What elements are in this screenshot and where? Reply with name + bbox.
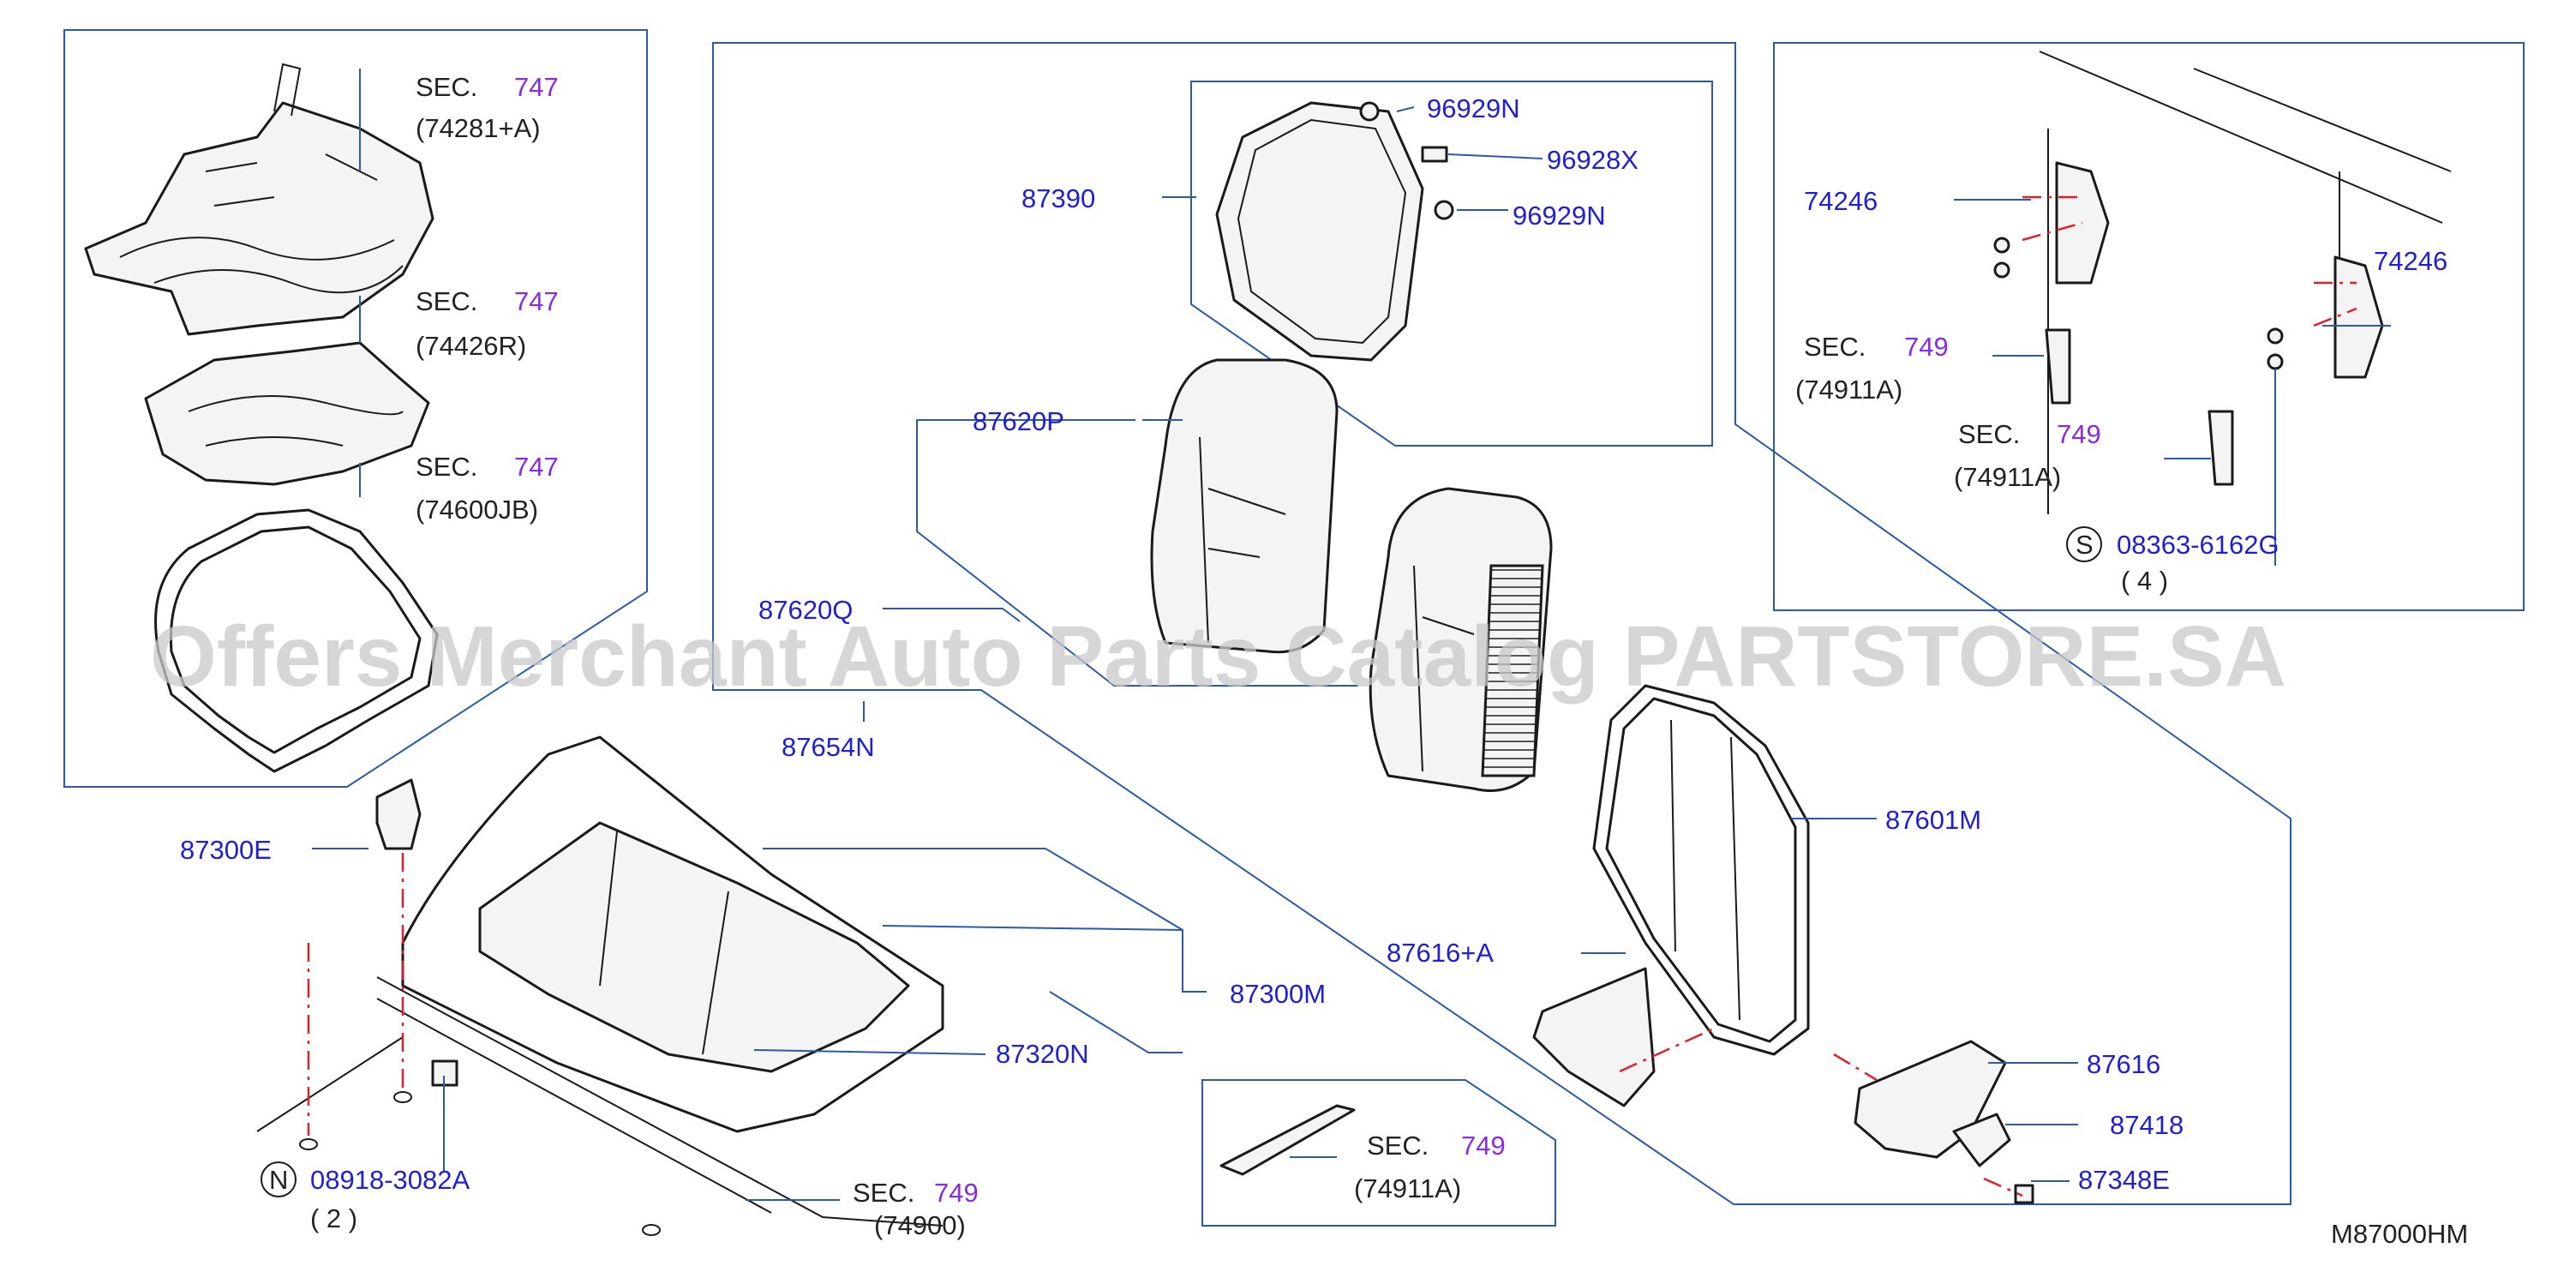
part-number-label: 87300E — [180, 835, 272, 865]
seat-back-pad-left-drawing — [1150, 358, 1339, 654]
mat-frame — [1201, 1079, 1556, 1227]
section-ref: (74911A) — [1954, 462, 2061, 492]
n-symbol-circle — [261, 1161, 297, 1197]
section-number: 749 — [934, 1178, 979, 1208]
floor-panel-middle-drawing — [144, 341, 430, 486]
part-number-label: 87601M — [1885, 805, 1981, 835]
section-ref: (74426R) — [416, 331, 526, 361]
diagram-code: M87000HM — [2331, 1219, 2468, 1249]
seat-back-frame-drawing — [1592, 684, 1810, 1056]
section-label: SEC. — [416, 452, 477, 482]
section-number: 747 — [514, 72, 559, 102]
part-number-label: 87616 — [2087, 1049, 2160, 1079]
section-ref: (74281+A) — [416, 113, 541, 143]
side-trim-drawing — [1993, 51, 2452, 514]
section-number: 747 — [514, 286, 559, 316]
fit-line — [307, 853, 404, 1136]
fit-line — [1619, 1027, 2023, 1197]
floor-panel-upper-drawing — [84, 63, 434, 336]
recliner-bracket-drawing — [1532, 967, 1656, 1107]
section-number: 749 — [2057, 419, 2101, 449]
part-number-label: 87616+A — [1387, 938, 1494, 968]
quantity-label: ( 4 ) — [2121, 566, 2168, 596]
seat-back-cover-drawing — [1215, 101, 1454, 362]
s-symbol-circle — [2066, 526, 2102, 562]
seat-back-frame — [712, 42, 2291, 1205]
part-number-label: 87418 — [2110, 1110, 2184, 1140]
section-label: SEC. — [416, 72, 477, 102]
section-number: 749 — [1461, 1131, 1506, 1161]
part-number-label: 96929N — [1513, 201, 1606, 231]
section-number: 749 — [1904, 332, 1949, 362]
part-number-label: 74246 — [2374, 246, 2447, 276]
part-number-label: 08363-6162G — [2117, 530, 2279, 560]
s-symbol: S — [2076, 530, 2094, 560]
section-number: 747 — [514, 452, 559, 482]
floor-panel-frame — [63, 29, 648, 788]
seat-cushion-drawing — [401, 735, 944, 1133]
nut-icon — [2014, 1184, 2034, 1204]
part-number-label: 96928X — [1547, 145, 1638, 175]
section-ref: (74600JB) — [416, 495, 538, 525]
watermark: Offers Merchant Auto Parts Catalog PARTS… — [150, 609, 2286, 705]
screw-icon — [2267, 327, 2284, 345]
section-label: SEC. — [416, 286, 477, 316]
recliner-drawing — [1854, 1040, 2034, 1204]
section-label: SEC. — [1804, 332, 1866, 362]
part-number-label: 87654N — [782, 732, 875, 762]
screw-icon — [1993, 261, 2010, 279]
side-trim-frame — [1773, 42, 2525, 611]
section-label: SEC. — [853, 1178, 914, 1208]
part-number-label: 87390 — [1021, 183, 1095, 213]
part-number-label: 96929N — [1427, 93, 1520, 123]
part-number-label: 87620P — [973, 406, 1064, 436]
quantity-label: ( 2 ) — [310, 1203, 357, 1233]
part-number-label: 87320N — [996, 1039, 1089, 1069]
section-ref: (74911A) — [1795, 375, 1902, 405]
hook-icon — [1421, 146, 1448, 163]
screw-icon — [2267, 353, 2284, 370]
seat-back-pad-right-drawing — [1369, 487, 1553, 792]
section-label: SEC. — [1958, 419, 2020, 449]
cushion-cover-frame — [1190, 81, 1713, 447]
mat-drawing — [1219, 1104, 1356, 1176]
seat-base-drawing — [256, 976, 944, 1227]
part-number-label: 87620Q — [758, 595, 853, 625]
part-number-label: 87348E — [2078, 1165, 2170, 1195]
section-ref: (74911A) — [1354, 1173, 1461, 1203]
leader-lines — [312, 69, 2391, 1201]
n-symbol: N — [269, 1165, 288, 1195]
part-number-label: 08918-3082A — [310, 1165, 470, 1195]
screw-icon — [1993, 237, 2010, 254]
part-number-label: 87300M — [1230, 979, 1326, 1009]
floor-carpet-drawing — [154, 508, 439, 773]
section-label: SEC. — [1367, 1131, 1429, 1161]
part-number-label: 74246 — [1804, 186, 1878, 216]
clip-icon — [1359, 101, 1380, 122]
section-ref: (74900) — [874, 1210, 966, 1240]
clip-icon — [1434, 200, 1454, 220]
